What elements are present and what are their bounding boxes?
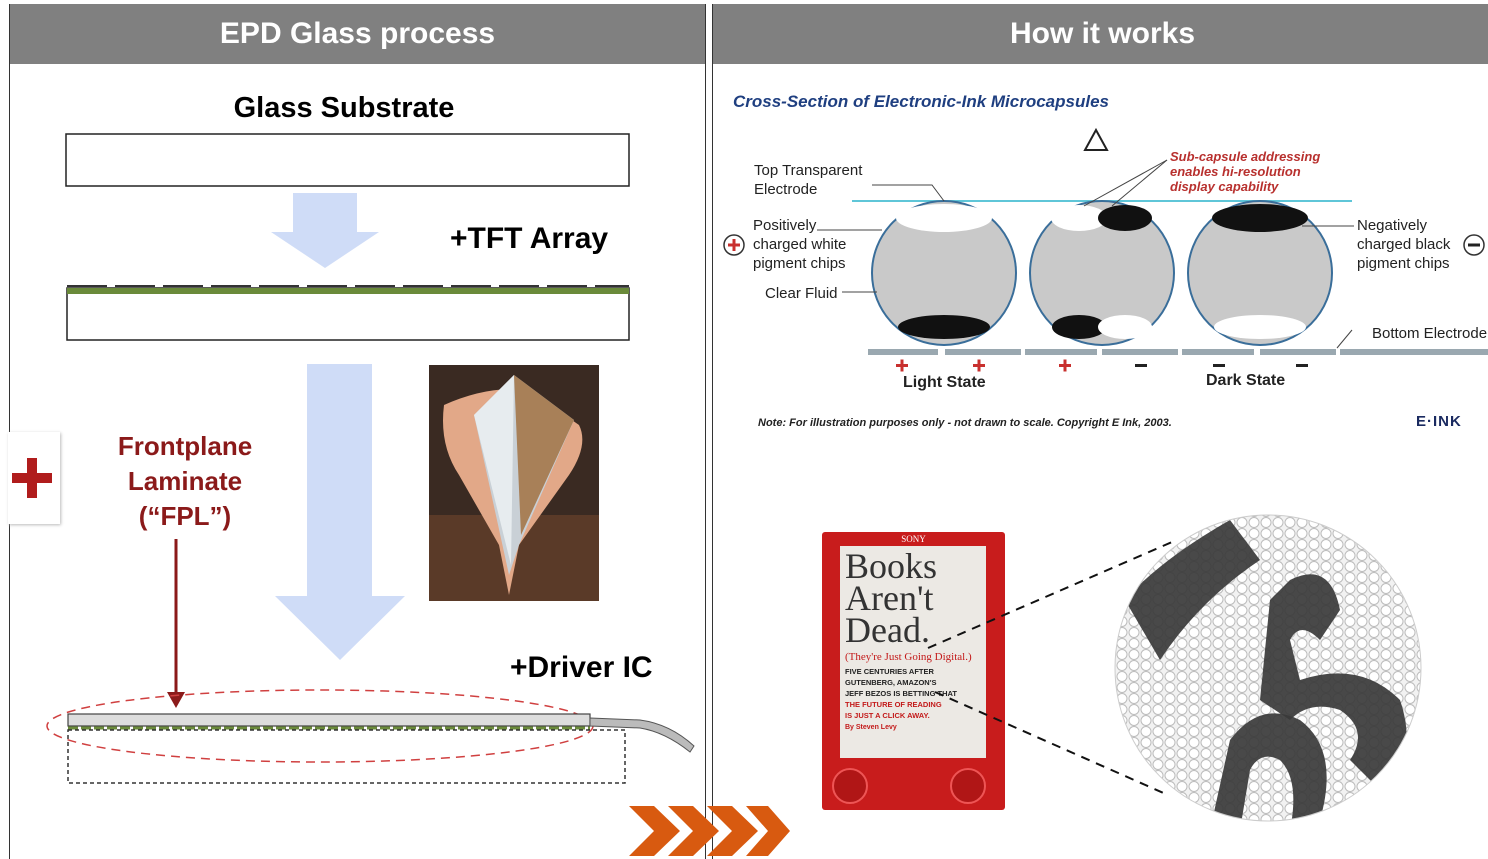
fpl-label: Frontplane Laminate (“FPL”) bbox=[80, 429, 290, 534]
top-electrode-label: Top Transparent Electrode bbox=[754, 161, 862, 199]
bottom-electrode-label: Bottom Electrode bbox=[1372, 325, 1488, 342]
sub-capsule-label: Sub-capsule addressing enables hi-resolu… bbox=[1170, 149, 1320, 194]
diagram-title: Cross-Section of Electronic-Ink Microcap… bbox=[733, 92, 1109, 111]
sony-reader: SONY Books Aren't Dead. (They're Just Go… bbox=[822, 532, 1005, 810]
driver-ic-label: +Driver IC bbox=[510, 651, 653, 684]
capsule-split bbox=[1029, 200, 1175, 346]
reader-brand: SONY bbox=[901, 534, 926, 544]
negative-chips-label: Negatively charged black pigment chips bbox=[1357, 216, 1450, 273]
reader-screen: Books Aren't Dead. (They're Just Going D… bbox=[840, 546, 986, 758]
top-electrode-label-line1: Top Transparent bbox=[754, 162, 863, 179]
electrode-plus-signs bbox=[896, 359, 1071, 372]
reader-line-arent: Aren't bbox=[845, 578, 934, 618]
reader-body: FIVE CENTURIES AFTER GUTENBERG, AMAZON'S… bbox=[845, 666, 981, 721]
reader-line-books: Books bbox=[845, 546, 938, 586]
negative-chips-line2: charged black bbox=[1357, 236, 1451, 253]
reader-byline: By Steven Levy bbox=[845, 724, 897, 731]
left-panel-header: EPD Glass process bbox=[10, 4, 705, 64]
zoom-line-lower bbox=[934, 691, 1169, 796]
bottom-electrodes bbox=[868, 349, 1488, 355]
fpl-photo bbox=[429, 365, 599, 601]
light-state-label: Light State bbox=[903, 374, 986, 391]
eink-logo: E·INK bbox=[1416, 413, 1462, 430]
reader-subtitle: (They're Just Going Digital.) bbox=[845, 651, 972, 663]
capsule-dark bbox=[1187, 200, 1333, 346]
fpl-label-line2: Laminate bbox=[127, 466, 243, 496]
right-panel-header: How it works bbox=[713, 4, 1488, 64]
glass-substrate-label: Glass Substrate bbox=[233, 92, 455, 124]
tft-array-label: +TFT Array bbox=[450, 222, 609, 255]
panel-outline-dashed bbox=[67, 729, 626, 784]
reader-line-dead: Dead. bbox=[845, 610, 930, 650]
positive-chips-line2: charged white bbox=[753, 236, 847, 253]
dark-state-label: Dark State bbox=[1206, 372, 1286, 389]
fpl-label-line3: (“FPL”) bbox=[138, 501, 232, 531]
negative-charge-icon bbox=[1463, 234, 1485, 256]
zoom-line-upper bbox=[927, 541, 1173, 649]
negative-chips-line3: pigment chips bbox=[1357, 255, 1450, 272]
plus-sign-box bbox=[8, 432, 60, 524]
epd-glass-process-panel: EPD Glass process Glass Substrate +TFT A… bbox=[9, 4, 706, 859]
plus-icon bbox=[12, 458, 52, 498]
glass-substrate-plate bbox=[65, 133, 630, 187]
reader-right-button bbox=[950, 768, 986, 804]
copyright-note: Note: For illustration purposes only - n… bbox=[758, 417, 1172, 429]
reader-body-line3: JEFF BEZOS IS BETTING THAT bbox=[845, 689, 957, 698]
sub-capsule-line3: display capability bbox=[1170, 179, 1279, 194]
sub-capsule-line2: enables hi-resolution bbox=[1170, 164, 1301, 179]
positive-chips-label: Positively charged white pigment chips bbox=[753, 216, 846, 273]
process-diagram bbox=[46, 133, 695, 784]
negative-chips-line1: Negatively bbox=[1357, 217, 1428, 234]
flex-cable bbox=[589, 717, 695, 753]
process-arrow-1 bbox=[271, 193, 379, 268]
fpl-label-line1: Frontplane bbox=[117, 431, 253, 461]
tft-array-layer bbox=[67, 288, 629, 294]
viewer-eye-icon bbox=[1083, 127, 1109, 151]
process-arrow-2 bbox=[275, 364, 405, 660]
chevron-arrows-icon bbox=[629, 806, 790, 856]
top-electrode-label-line2: Electrode bbox=[754, 181, 818, 198]
tft-array-plate bbox=[66, 287, 630, 341]
reader-body-line5: IS JUST A CLICK AWAY. bbox=[845, 711, 930, 720]
how-it-works-panel: How it works bbox=[712, 4, 1488, 859]
sub-capsule-line1: Sub-capsule addressing bbox=[1170, 149, 1321, 164]
positive-charge-icon bbox=[723, 234, 745, 256]
positive-chips-line1: Positively bbox=[753, 217, 817, 234]
electrode-minus-signs bbox=[1135, 364, 1308, 367]
clear-fluid-label: Clear Fluid bbox=[765, 285, 838, 302]
magnified-microcapsules bbox=[1115, 515, 1421, 821]
positive-chips-line3: pigment chips bbox=[753, 255, 846, 272]
microcapsule-diagram bbox=[723, 127, 1488, 372]
reader-body-line2: GUTENBERG, AMAZON'S bbox=[845, 678, 937, 687]
reader-left-button bbox=[832, 768, 868, 804]
reader-body-line1: FIVE CENTURIES AFTER bbox=[845, 667, 934, 676]
reader-body-line4: THE FUTURE OF READING bbox=[845, 700, 942, 709]
